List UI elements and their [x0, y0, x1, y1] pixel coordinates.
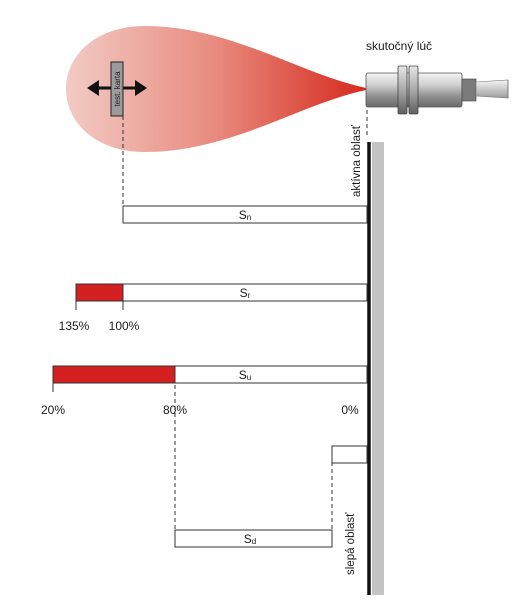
- blind-zone-label: slepá oblasť: [345, 512, 357, 575]
- su-label: Su: [239, 368, 251, 382]
- reference-lines: [122, 110, 368, 530]
- arrow-left-icon: [87, 80, 99, 96]
- su-20-label: 20%: [41, 403, 65, 417]
- sn-label: Sn: [239, 208, 251, 222]
- test-card-label: test. karta: [113, 71, 122, 107]
- sr-bar: Sr 135% 100%: [59, 283, 368, 333]
- sn-bar: Sn: [122, 205, 368, 224]
- arrow-right-icon: [135, 80, 147, 96]
- sr-100-label: 100%: [109, 319, 140, 333]
- sd-bar: Sd: [174, 529, 333, 548]
- target-wall: [372, 142, 384, 595]
- blind-zone: slepá oblasť: [331, 445, 368, 575]
- sr-label: Sr: [240, 286, 251, 300]
- su-80-label: 80%: [163, 403, 187, 417]
- su-bar: Su 20% 80% 0%: [41, 365, 368, 417]
- ultrasonic-sensor: [365, 65, 509, 115]
- test-card: test. karta: [87, 61, 147, 117]
- sr-135-label: 135%: [59, 319, 90, 333]
- active-zone-label: aktívna oblasť: [351, 124, 363, 197]
- su-0-label: 0%: [341, 403, 359, 417]
- sd-label: Sd: [244, 532, 256, 546]
- beam-label: skutočný lúč: [366, 39, 432, 53]
- sound-beam: [66, 26, 366, 152]
